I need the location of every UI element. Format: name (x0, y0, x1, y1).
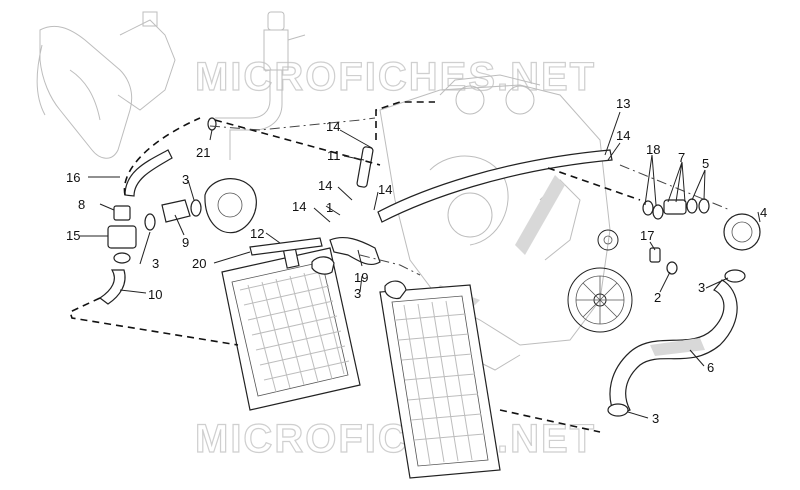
callout-13: 13 (616, 96, 630, 111)
pipe-12 (249, 237, 323, 256)
fitting-8 (113, 205, 131, 221)
expansion-tank (36, 11, 176, 159)
oring-18a (642, 200, 654, 216)
callout-20: 20 (192, 256, 206, 271)
callout-18: 18 (646, 142, 660, 157)
callout-17: 17 (640, 228, 654, 243)
callout-4: 4 (760, 205, 767, 220)
callout-9: 9 (182, 235, 189, 250)
callout-5: 5 (702, 156, 709, 171)
watermark-top: MICROFICHES.NET (195, 55, 596, 99)
sensor-17 (649, 247, 661, 263)
hose-9 (161, 199, 191, 223)
callout-3: 3 (182, 172, 189, 187)
right-radiator (379, 280, 501, 479)
callout-10: 10 (148, 287, 162, 302)
callout-14: 14 (616, 128, 630, 143)
watermark-bottom: MICROFICHES.NET (195, 417, 596, 461)
clamp-3a (190, 199, 202, 217)
callout-8: 8 (78, 197, 85, 212)
clamp-3e (607, 403, 629, 417)
callout-11: 11 (327, 148, 341, 163)
thermostat-4 (723, 213, 761, 251)
routing-lines (69, 101, 731, 433)
pipe-11 (356, 146, 374, 188)
callout-3: 3 (652, 411, 659, 426)
callout-14: 14 (292, 199, 306, 214)
callout-3: 3 (354, 286, 361, 301)
pump-cover (204, 178, 257, 234)
oring-18b (652, 204, 664, 220)
hose-13 (377, 149, 613, 223)
callout-3: 3 (698, 280, 705, 295)
oring-5a (686, 198, 698, 214)
washer-2 (666, 261, 678, 275)
hose-16 (124, 149, 173, 197)
callout-7: 7 (678, 150, 685, 165)
pipe-7 (663, 199, 687, 215)
callout-19: 19 (354, 270, 368, 285)
clamp-21 (207, 117, 217, 131)
clamp-3d (724, 269, 746, 283)
elbow-19 (329, 236, 381, 266)
callout-14: 14 (378, 182, 392, 197)
callout-6: 6 (707, 360, 714, 375)
callout-15: 15 (66, 228, 80, 243)
clamp-3c (113, 252, 131, 264)
callout-14: 14 (326, 119, 340, 134)
callout-2: 2 (654, 290, 661, 305)
callout-21: 21 (196, 145, 210, 160)
clamp-3b (144, 213, 156, 231)
callout-3: 3 (152, 256, 159, 271)
hose-10 (98, 269, 126, 305)
callout-labels: 13 14 14 14 14 14 18 7 5 4 11 21 16 3 3 … (66, 96, 767, 426)
leader-lines (80, 111, 761, 419)
left-radiator (221, 245, 361, 411)
callout-16: 16 (66, 170, 80, 185)
tee-15 (107, 225, 137, 249)
callout-14: 14 (318, 178, 332, 193)
callout-1: 1 (326, 200, 333, 215)
callout-12: 12 (250, 226, 264, 241)
